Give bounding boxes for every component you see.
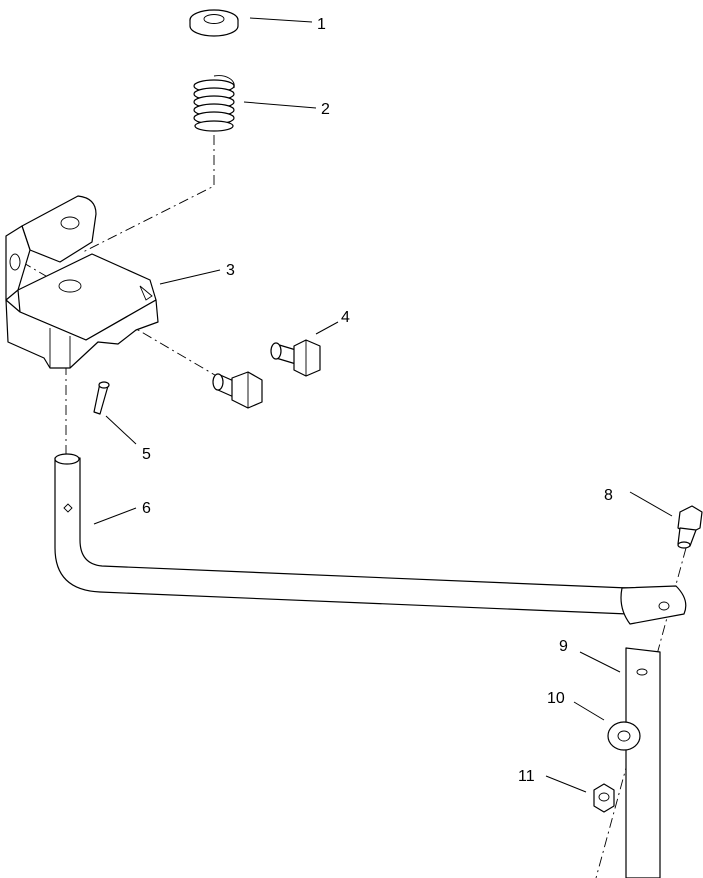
bolt-part-4-upper [270,339,321,377]
bolt-part-8 [677,505,703,549]
callout-11: 11 [518,768,535,785]
callout-9: 9 [559,638,568,655]
bracket-part-3 [5,195,159,369]
pin-part-5 [93,381,110,415]
nut-part-11 [593,783,615,813]
leader-lines [93,17,673,793]
callout-10: 10 [547,690,565,707]
callout-4: 4 [341,309,350,326]
spring-part-2 [193,75,235,132]
callout-1: 1 [317,16,326,33]
assembly-centerlines [21,135,687,878]
washer-part-1 [189,9,239,37]
callout-5: 5 [142,446,151,463]
washer-part-10 [607,721,641,751]
callout-8: 8 [604,487,613,504]
strap-part-9 [625,647,661,878]
rod-part-6 [54,453,687,625]
callout-6: 6 [142,500,151,517]
callout-2: 2 [321,101,330,118]
callout-3: 3 [226,262,235,279]
bolt-part-4-lower [212,371,263,409]
callout-labels: 1 2 3 4 5 6 8 9 10 11 [142,16,613,785]
